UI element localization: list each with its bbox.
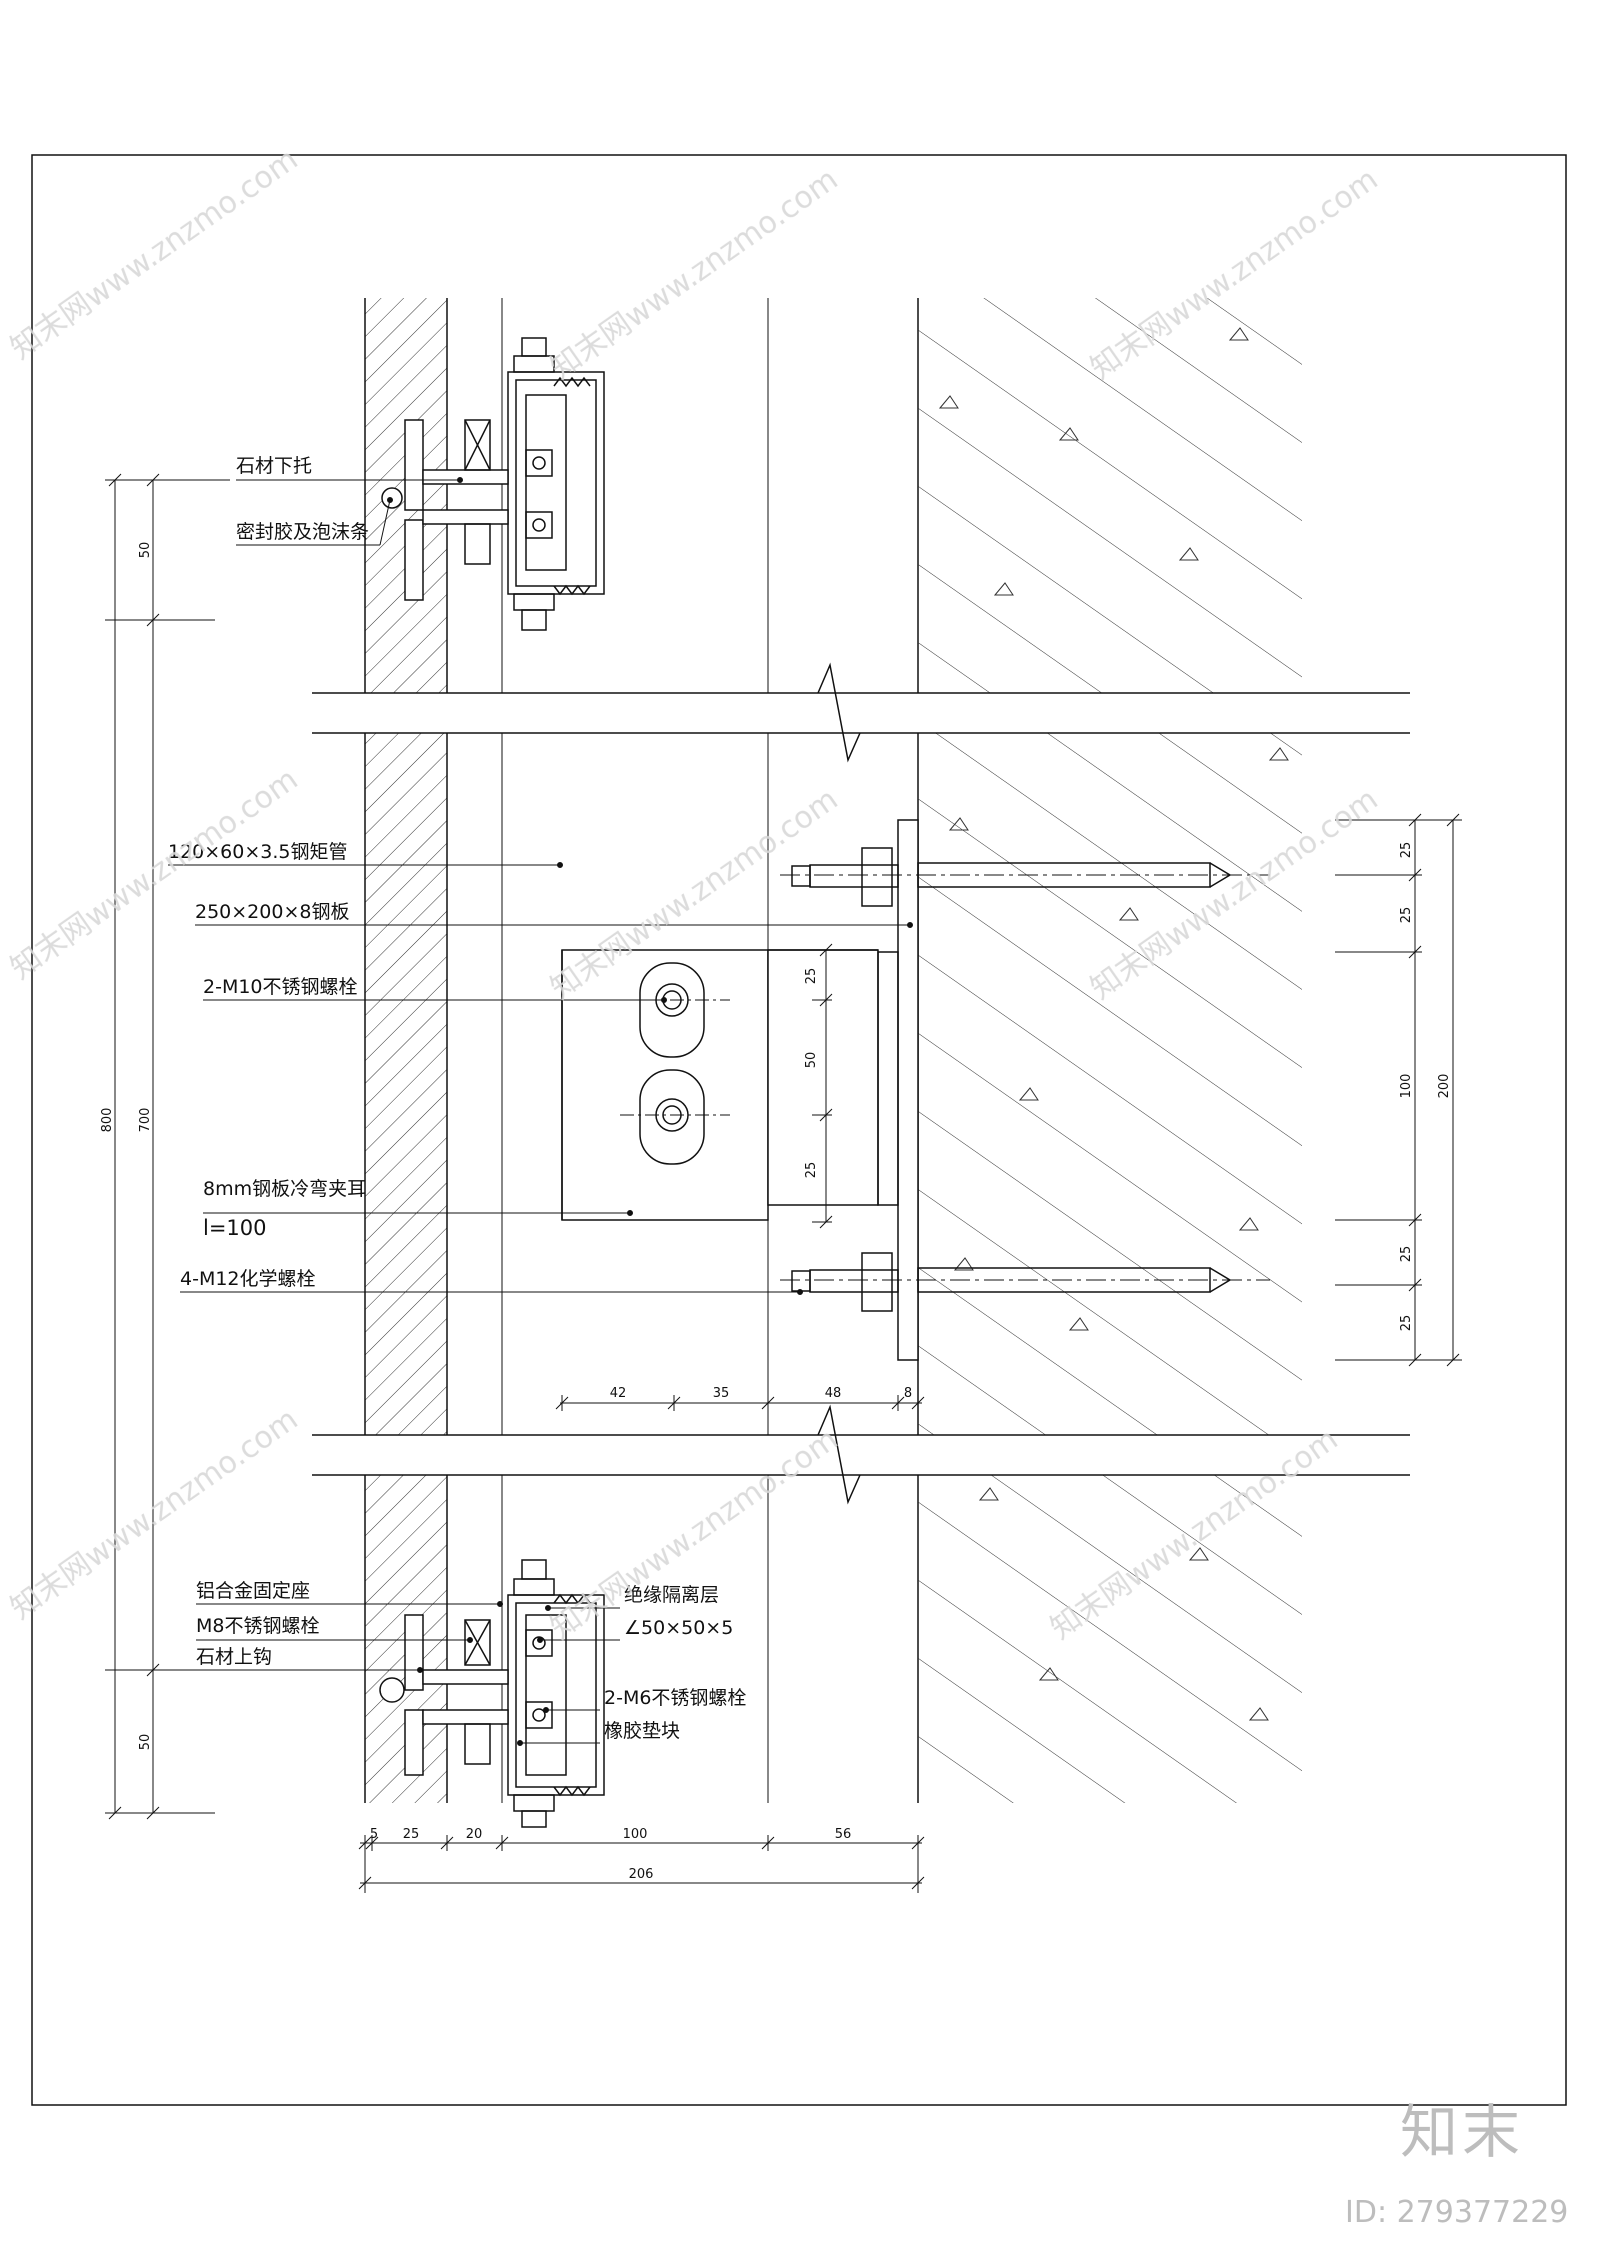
dim-left-50-top: 50: [138, 542, 153, 559]
dim-right-25a: 25: [1399, 842, 1414, 859]
watermark-text: 知末网www.znzmo.com: [5, 762, 305, 987]
watermark-text: 知末网www.znzmo.com: [5, 142, 305, 367]
drawing-frame: [31, 154, 1567, 2106]
dim-left-50-bottom: 50: [138, 1734, 153, 1751]
image-id: ID: 279377229: [1345, 2195, 1569, 2230]
label-m6-bolts: 2-M6不锈钢螺栓: [604, 1687, 746, 1709]
dim-bottom-20: 20: [466, 1827, 483, 1842]
dim-bottom-56: 56: [835, 1827, 852, 1842]
label-stone-top-hook: 石材上钩: [196, 1646, 272, 1668]
dim-right-200: 200: [1437, 1074, 1452, 1099]
label-chem-bolts: 4-M12化学螺栓: [180, 1268, 316, 1290]
label-sealant-foam: 密封胶及泡沫条: [236, 521, 369, 543]
dim-right-100: 100: [1399, 1074, 1414, 1099]
bottom-dimensions: [358, 1835, 925, 1893]
label-clamp-length: l=100: [203, 1216, 267, 1240]
label-clamp-ear: 8mm钢板冷弯夹耳: [203, 1178, 366, 1200]
label-stone-bottom-support: 石材下托: [236, 455, 312, 477]
top-bracket: [381, 337, 605, 631]
dim-mid-48: 48: [825, 1386, 842, 1401]
dim-plate-25a: 25: [804, 968, 819, 985]
labels: 石材下托 密封胶及泡沫条 120×60×3.5钢矩管 250×200×8钢板 2…: [168, 455, 746, 1742]
dim-bottom-25: 25: [403, 1827, 420, 1842]
dim-plate-25b: 25: [804, 1162, 819, 1179]
label-angle-steel: ∠50×50×5: [624, 1617, 733, 1639]
left-dimensions: [105, 473, 230, 1820]
label-m10-bolts: 2-M10不锈钢螺栓: [203, 976, 358, 998]
label-alu-seat: 铝合金固定座: [196, 1580, 310, 1602]
bottom-bracket: [379, 1559, 605, 1828]
brand-logo: 知末: [1400, 2098, 1525, 2166]
watermark-text: 知末网www.znzmo.com: [545, 162, 845, 387]
dim-mid-42: 42: [610, 1386, 627, 1401]
right-dimensions: [1335, 813, 1462, 1367]
plate-dimensions: [812, 943, 833, 1229]
mid-connection: [561, 819, 1270, 1361]
label-m8-bolt: M8不锈钢螺栓: [196, 1615, 319, 1637]
dim-bottom-206: 206: [629, 1867, 654, 1882]
dim-left-800: 800: [100, 1108, 115, 1133]
dim-plate-50: 50: [804, 1052, 819, 1069]
break-lines: [300, 662, 1420, 1505]
leader-lines: [168, 477, 913, 1746]
label-steel-tube: 120×60×3.5钢矩管: [168, 841, 348, 863]
label-steel-plate: 250×200×8钢板: [195, 901, 349, 923]
dim-mid-8: 8: [904, 1386, 912, 1401]
dim-right-25c: 25: [1399, 1246, 1414, 1263]
concrete-wall: [918, 298, 1302, 1803]
dim-bottom-100: 100: [623, 1827, 648, 1842]
label-rubber-pad: 橡胶垫块: [604, 1720, 680, 1742]
label-insulation: 绝缘隔离层: [624, 1584, 719, 1606]
dim-right-25d: 25: [1399, 1315, 1414, 1332]
dim-right-25b: 25: [1399, 907, 1414, 924]
dim-bottom-5: 5: [370, 1827, 378, 1842]
dim-mid-35: 35: [713, 1386, 730, 1401]
dim-left-700: 700: [138, 1108, 153, 1133]
mid-dimensions: [555, 1395, 925, 1411]
